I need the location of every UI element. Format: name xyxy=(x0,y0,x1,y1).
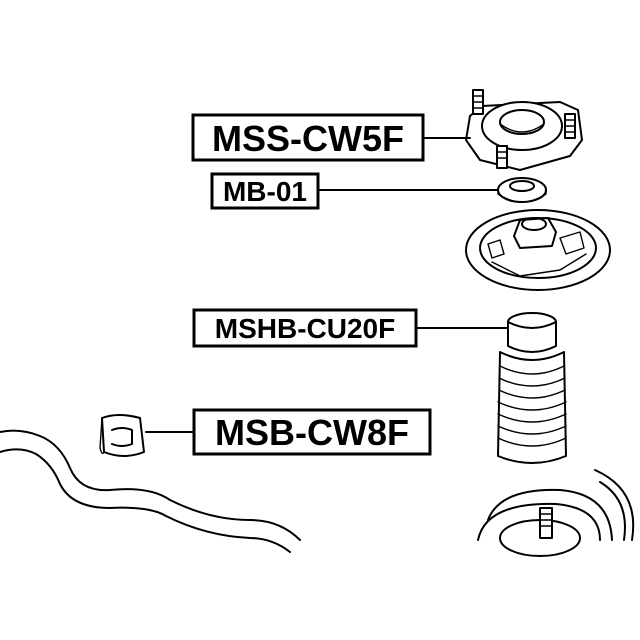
dust-boot-drawing xyxy=(497,312,567,464)
stabilizer-bar-drawing xyxy=(0,429,301,553)
spring-seat-drawing xyxy=(465,209,611,291)
bearing-ring-drawing xyxy=(497,177,547,203)
callout-msb-cw8f: MSB-CW8F xyxy=(192,408,432,456)
mount-stud-right xyxy=(564,113,576,139)
strut-mount-drawing xyxy=(465,89,583,171)
coil-spring-drawing xyxy=(477,469,635,557)
callout-mshb-cu20f: MSHB-CU20F xyxy=(192,308,418,348)
callout-mss-cw5f: MSS-CW5F xyxy=(191,113,425,162)
mount-stud-left xyxy=(472,89,484,115)
callout-msb-text: MSB-CW8F xyxy=(215,412,409,453)
callout-mshb-text: MSHB-CU20F xyxy=(215,313,395,344)
mount-stud-bottom xyxy=(496,145,508,169)
stabilizer-bushing-drawing xyxy=(99,414,145,457)
callout-mss-text: MSS-CW5F xyxy=(212,118,404,159)
callout-mb-text: MB-01 xyxy=(223,176,307,207)
callout-mb-01: MB-01 xyxy=(210,172,320,210)
